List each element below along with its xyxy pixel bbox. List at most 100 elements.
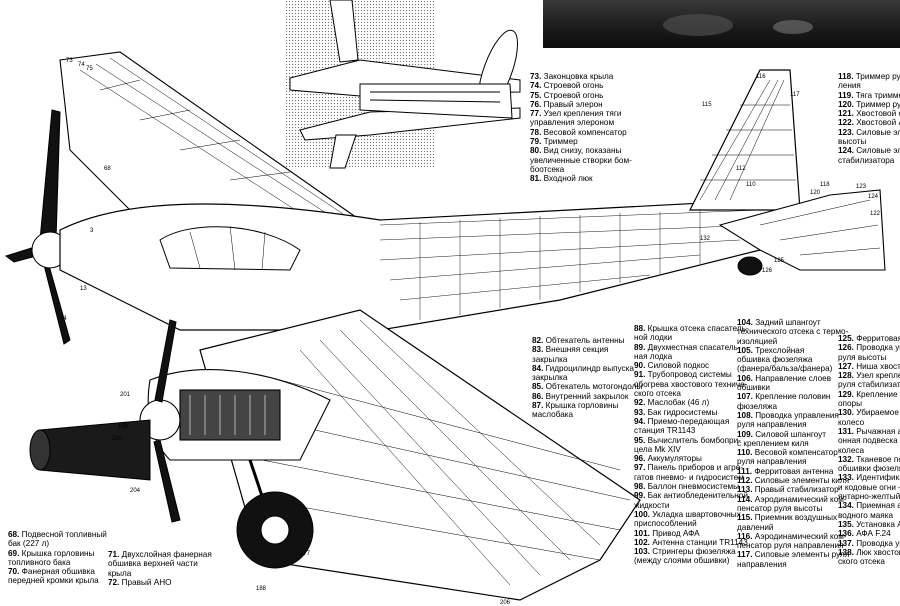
legend-text: Аэродинамический ком- (754, 531, 847, 541)
legend-text: руля высоты (838, 352, 887, 362)
callout: 75 (86, 66, 93, 72)
legend-text: закрылка (532, 354, 568, 364)
legend-text: Приемник воздушных (754, 513, 838, 523)
legend-item: 128. Узел крепления (838, 371, 900, 380)
legend-text: давлений (737, 522, 774, 532)
legend-item: с креплением киля (737, 439, 849, 448)
legend-item: 133. Идентификацио (838, 473, 900, 482)
legend-text: Антенна станции TR1143 (652, 537, 748, 547)
legend-item: 101. Привод АФА (634, 529, 749, 538)
legend-text: Трубопровод системы (647, 370, 732, 380)
legend-text: Убираемое хвос (856, 408, 900, 418)
legend-item: онная подвеска хвос (838, 436, 900, 445)
legend-item: янтарно-желтый и зе (838, 492, 900, 501)
legend-text: Силовые элеме (856, 127, 900, 137)
legend-text: Внешняя секция (545, 345, 609, 355)
drop-tank (29, 419, 151, 481)
callout: 124 (868, 194, 879, 200)
legend-item: 118. Триммер руля н (838, 72, 900, 81)
legend-item: 117. Силовые элементы руля (737, 550, 849, 559)
legend-text: Тканевое покры (856, 454, 900, 464)
callout: 115 (702, 102, 712, 108)
legend-number: 95. (634, 435, 646, 445)
legend-item: 73. Законцовка крыла (530, 72, 632, 81)
horizontal-stabilizer (718, 189, 886, 271)
legend-number: 98. (634, 482, 646, 492)
legend-item: 74. Строевой огонь (530, 81, 632, 90)
legend-item: и кодовые огни — б (838, 483, 900, 492)
legend-item: технического отсека с термо- (737, 327, 849, 336)
legend-text: Аккумуляторы (647, 454, 702, 464)
legend-number: 118. (838, 72, 854, 81)
legend-text: опоры (838, 399, 862, 409)
legend-text: Триммер руля в (856, 99, 900, 109)
legend-number: 105. (737, 345, 753, 355)
legend-text: Обтекатель мотогондолы (545, 382, 643, 392)
legend-number: 97. (634, 463, 646, 473)
legend-number: 134. (838, 501, 854, 511)
legend-number: 137. (838, 538, 854, 548)
legend-text: Крышка отсека спасатель- (647, 324, 749, 333)
legend-text: боотсека (530, 164, 565, 174)
legend-item: бак (227 л) (8, 539, 107, 548)
legend-item: руля направления (737, 420, 849, 429)
legend-text: станция TR1143 (634, 426, 696, 436)
legend-text: Двухместная спасатель- (647, 342, 741, 352)
legend-text: пенсатор руля направления (737, 541, 844, 551)
legend-text: и кодовые огни — б (838, 482, 900, 492)
photo-strip (543, 0, 900, 48)
legend-number: 110. (737, 448, 753, 458)
legend-text: Фанерная обшивка (21, 567, 95, 577)
legend-item: увеличенные створки бом- (530, 156, 632, 165)
legend-text: обогрева хвостового техниче- (634, 379, 748, 389)
legend-item: 132. Тканевое покры (838, 455, 900, 464)
legend-text: с креплением киля (737, 438, 809, 448)
legend-number: 89. (634, 342, 646, 352)
legend-item: руля высоты (838, 353, 900, 362)
callout: 116 (756, 74, 766, 80)
legend-text: Двухслойная фанерная (121, 550, 212, 559)
legend-text: Направление слоев (755, 373, 832, 383)
callout: 13 (80, 286, 87, 292)
callout: 126 (762, 268, 773, 274)
legend-number: 93. (634, 407, 646, 417)
legend-item: 72. Правый АНО (108, 578, 212, 587)
legend-item: 129. Крепление хвос (838, 390, 900, 399)
legend-item: обшивка фюзеляжа (737, 355, 849, 364)
legend-item: 135. Установка АФА (838, 520, 900, 529)
legend-number: 106. (737, 373, 753, 383)
callout: 120 (810, 190, 821, 196)
legend-item: 78. Весовой компенсатор (530, 128, 632, 137)
callout: 117 (790, 92, 800, 98)
legend-item: давлений (737, 523, 849, 532)
legend-text: Силовой шпангоут (755, 429, 826, 439)
legend-number: 88. (634, 324, 646, 333)
legend-text: колесо (838, 417, 865, 427)
legend-text: обшивка фюзеляжа (737, 355, 813, 365)
legend-item: 120. Триммер руля в (838, 100, 900, 109)
legend-item: 81. Входной люк (530, 174, 632, 183)
legend-number: 78. (530, 127, 542, 137)
callout: 112 (736, 166, 746, 172)
legend-item: ной лодки (634, 333, 749, 342)
legend-number: 96. (634, 454, 646, 464)
legend-text: Ферритовая антенна (754, 466, 834, 476)
legend-item: 103. Стрингеры фюзеляжа (634, 547, 749, 556)
legend-item: обшивка верхней части (108, 559, 212, 568)
legend-item: 98. Баллон пневмосистемы (634, 482, 749, 491)
legend-item: 68. Подвесной топливный (8, 530, 107, 539)
legend-item: 125. Ферритовая ант (838, 334, 900, 343)
legend-item: стабилизатора (838, 156, 900, 165)
legend-number: 72. (108, 577, 120, 587)
legend-text: Крепление половин (755, 392, 831, 402)
callout: 122 (870, 211, 881, 217)
legend-text: Правый элерон (543, 99, 603, 109)
legend-item: крыла (108, 569, 212, 578)
legend-item: 138. Люк хвостового (838, 548, 900, 557)
legend-number: 124. (838, 146, 854, 156)
legend-text: приспособлений (634, 519, 697, 529)
legend-item: 90. Силовой подкос (634, 361, 749, 370)
legend-number: 115. (737, 513, 753, 523)
callout: 188 (256, 586, 267, 592)
